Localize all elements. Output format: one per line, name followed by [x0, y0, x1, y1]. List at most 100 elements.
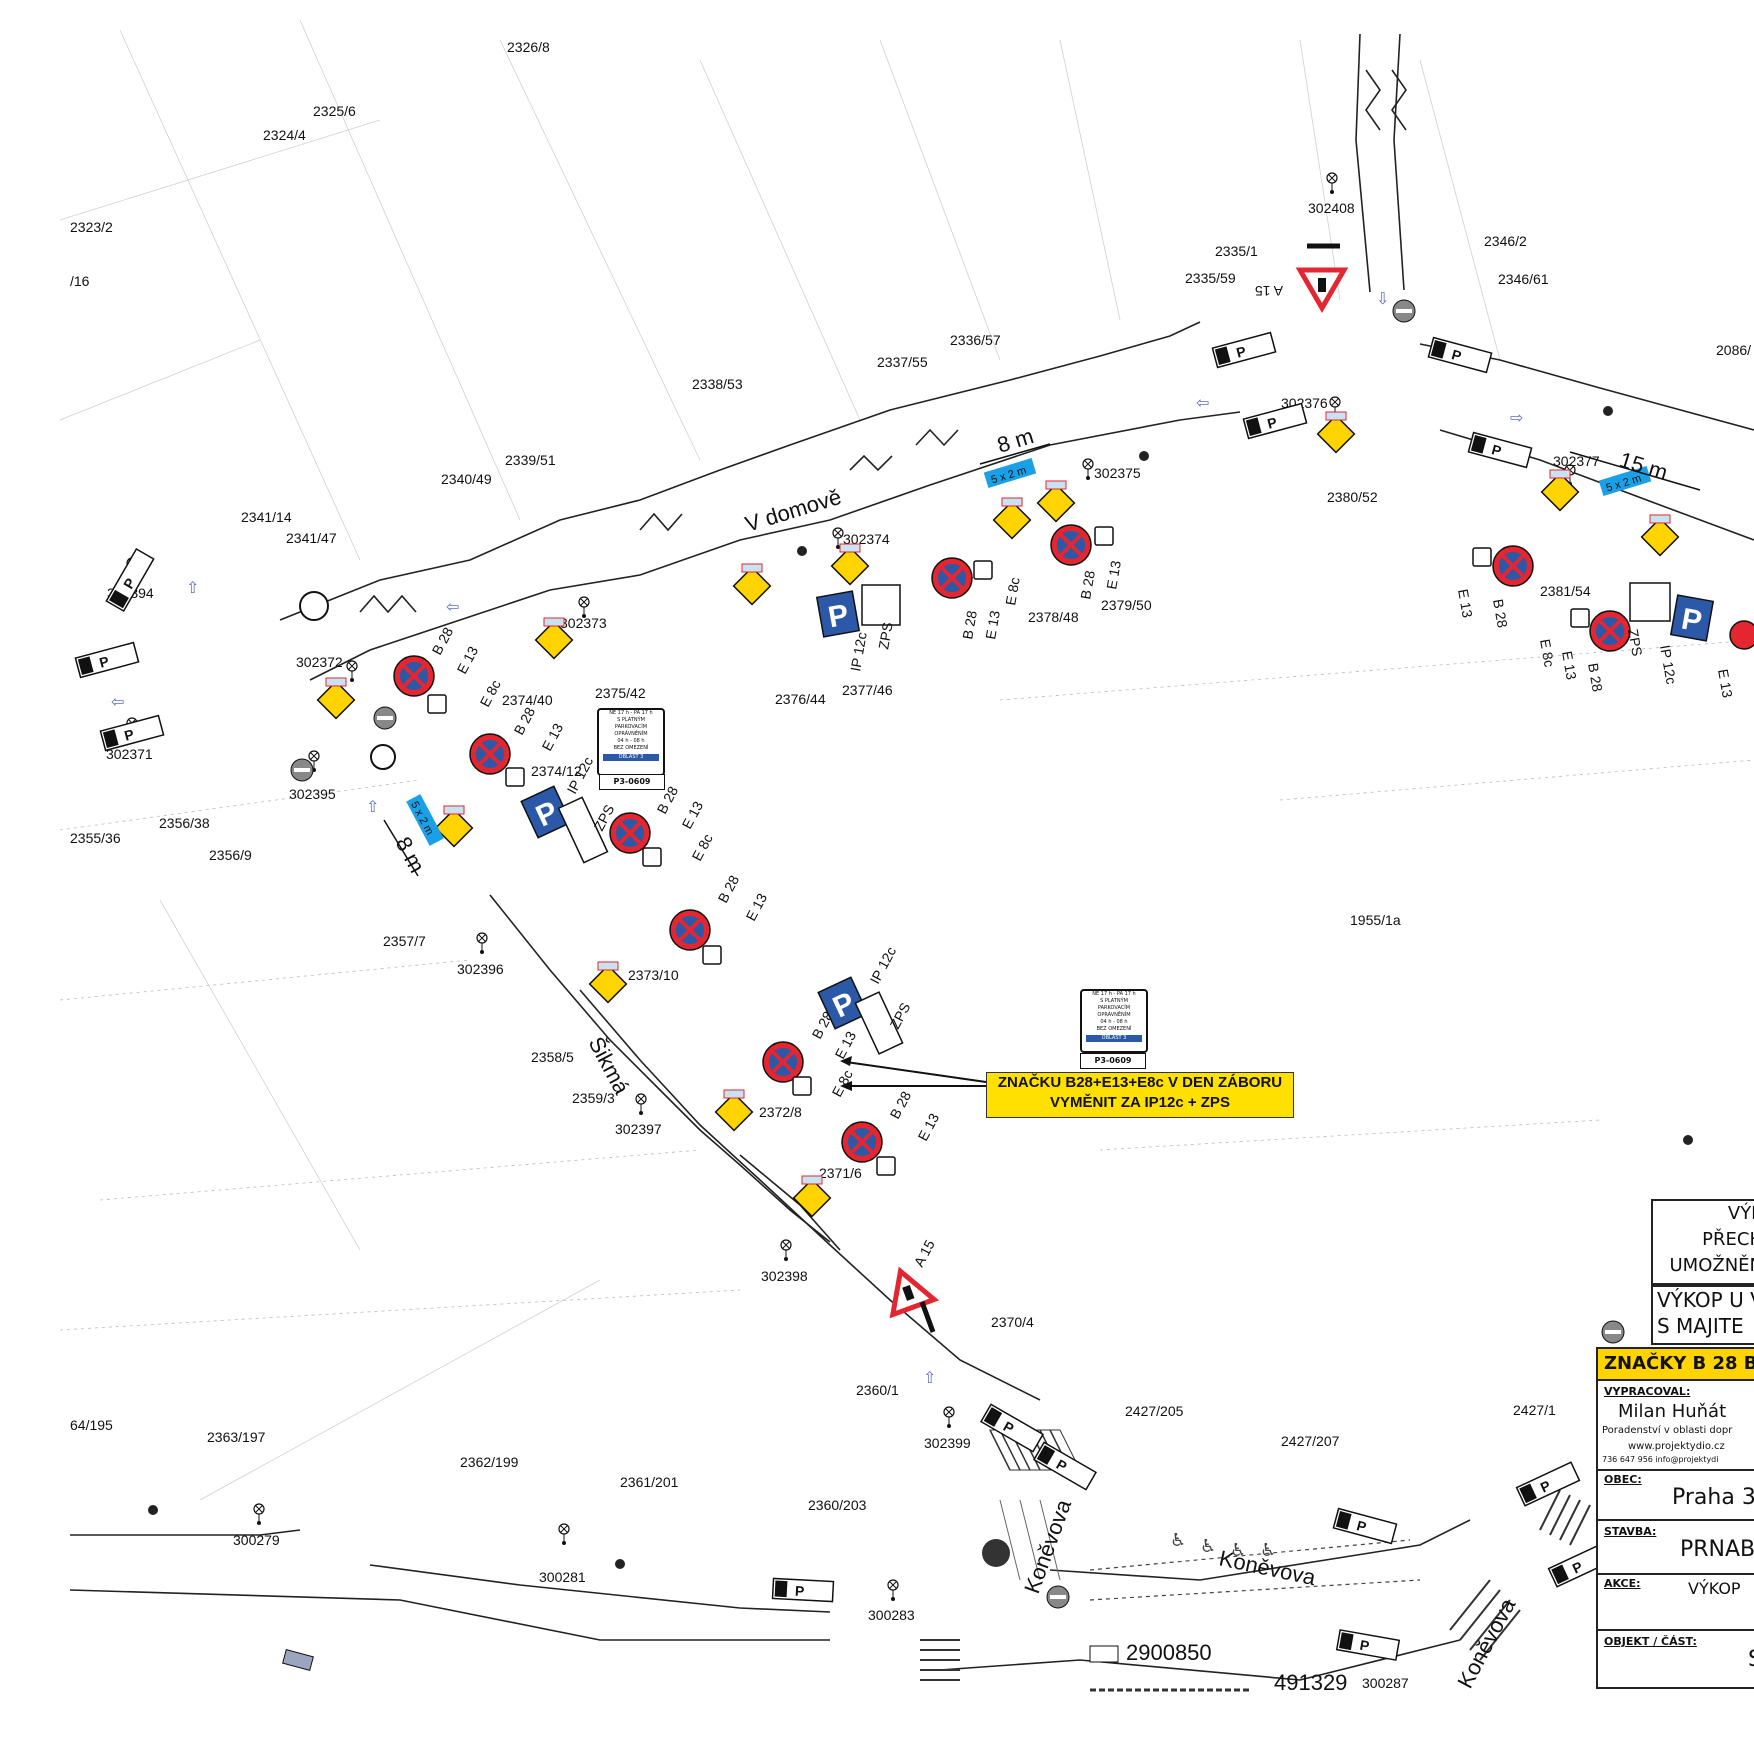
note-line: VÝKOP U V	[1657, 1288, 1754, 1312]
parcel-label: 2335/1	[1215, 243, 1258, 259]
parcel-label: 2357/7	[383, 933, 426, 949]
obec-value: Praha 3	[1672, 1485, 1754, 1510]
sign-code-label: E 13	[743, 890, 771, 923]
beacon-lamp-icon	[588, 961, 628, 1004]
manhole-icon	[476, 932, 488, 955]
wheelchair-icon: ♿	[1260, 1540, 1276, 1561]
parking-sign-icon	[1242, 402, 1308, 440]
dimension-label: 8 m	[994, 423, 1036, 458]
sign-code-label: E 13	[982, 609, 1003, 640]
plate-code: P3-0609	[1080, 1053, 1146, 1069]
sign-code-label: E 13	[679, 798, 707, 831]
no-entry-sign-icon	[1601, 1320, 1625, 1344]
street-name-konevova: Koněvova	[1019, 1495, 1076, 1596]
parcel-label: 2374/12	[531, 763, 582, 779]
sign-code-label: E 8c	[477, 677, 504, 709]
callout-arrows	[840, 1056, 987, 1091]
manhole-label: 300283	[868, 1607, 915, 1623]
parking-sign-icon	[980, 1403, 1044, 1453]
parcel-label: 2341/14	[241, 509, 292, 525]
plaque-icon	[792, 1076, 812, 1096]
beacon-lamp-icon	[1540, 469, 1580, 512]
warning-signs: A 15 A 15	[880, 243, 1344, 1333]
plate-line: NE 17 h - PÁ 17 h	[1092, 991, 1136, 997]
manhole-label: 302374	[843, 531, 890, 547]
parcel-label: 64/195	[70, 1417, 113, 1433]
plaque-icon	[505, 767, 525, 787]
parcel-label: 2380/52	[1327, 489, 1378, 505]
author-contact: 736 647 956 info@projektydi	[1602, 1455, 1719, 1464]
manhole-label: 302372	[296, 654, 343, 670]
parking-sign-icon	[1670, 594, 1714, 642]
parcel-label: 2086/	[1716, 342, 1751, 358]
one-way-arrow-icon: ⇦	[1196, 393, 1209, 412]
plaque-icon	[1570, 608, 1590, 628]
no-stopping-sign-icon	[840, 1120, 884, 1164]
plaque-icon	[973, 560, 993, 580]
plaque-icon	[876, 1156, 896, 1176]
sign-code-label: ZPS	[887, 1000, 914, 1032]
parcel-label: 2356/38	[159, 815, 210, 831]
plate-line: PARKOVACÍM	[614, 724, 648, 730]
plate-line: BEZ OMEZENÍ	[613, 745, 649, 751]
manhole-label: 302377	[1553, 453, 1600, 469]
beacon-lamp-icon	[1036, 480, 1076, 523]
plate-line: 04 h - 08 h	[617, 738, 645, 744]
parcel-label: 2340/49	[441, 471, 492, 487]
sign-code-label: E 13	[539, 720, 567, 753]
objekt-value: S	[1748, 1647, 1754, 1672]
misc-icons: ⇩ ⇨ ⇦ ⇦ ⇧ ⇦ ⇧ ⇧ ♿ ♿ ♿ ♿	[111, 289, 1625, 1671]
no-stopping-sign-icon	[1491, 544, 1535, 588]
title-yellow-bar: ZNAČKY B 28 BU	[1596, 1347, 1754, 1381]
author-web: www.projektydio.cz	[1628, 1441, 1725, 1452]
no-stopping-sign-icon	[930, 556, 974, 600]
one-way-arrow-icon: ⇩	[1376, 289, 1389, 308]
no-stopping-sign-icon	[761, 1040, 805, 1084]
beacon-lamp-icon	[1316, 411, 1356, 454]
sign-code-label: E 8c	[1002, 576, 1023, 606]
parcel-label: 2379/50	[1101, 597, 1152, 613]
parcel-label: 2376/44	[775, 691, 826, 707]
parcel-label: 2378/48	[1028, 609, 1079, 625]
manhole-label: 302396	[457, 961, 504, 977]
beacon-lamp-icon	[434, 805, 474, 848]
akce-value: VÝKOP	[1688, 1579, 1741, 1598]
plate-band: OBLAST 3	[603, 754, 659, 761]
no-entry-sign-icon	[1392, 299, 1416, 323]
stavba-value: PRNAB	[1680, 1537, 1754, 1562]
beacon-lamp-icon	[830, 543, 870, 586]
title-table: VYPRACOVAL: Milan Huňát Poradenství v ob…	[1596, 1379, 1754, 1689]
manhole-label: 302398	[761, 1268, 808, 1284]
parcel-label: 2377/46	[842, 682, 893, 698]
no-stopping-sign-icon	[1049, 523, 1093, 567]
parcel-label: 2362/199	[460, 1454, 519, 1470]
sign-code-label: ZPS	[1625, 628, 1645, 658]
wheelchair-icon: ♿	[1200, 1536, 1216, 1557]
manhole-icon	[1082, 458, 1094, 481]
parcel-label: 2346/2	[1484, 233, 1527, 249]
parcel-label: 2335/59	[1185, 270, 1236, 286]
sign-code-label: B 28	[1585, 662, 1606, 693]
beacon-lamp-icon	[714, 1089, 754, 1132]
parking-sign-icon	[1467, 431, 1533, 469]
one-way-arrow-icon: ⇧	[186, 578, 199, 597]
obec-key: OBEC:	[1604, 1473, 1642, 1486]
sign-code-label: E 13	[454, 643, 482, 676]
manhole-label: 302375	[1094, 465, 1141, 481]
parcel-label: 2338/53	[692, 376, 743, 392]
note-line: UMOŽNĚN	[1669, 1255, 1754, 1276]
parcel-label: 2360/1	[856, 1382, 899, 1398]
parking-sign-icon	[1427, 336, 1493, 374]
parcel-label: 2373/10	[628, 967, 679, 983]
plate-line: PARKOVACÍM	[1097, 1005, 1131, 1011]
sign-code-label: E 13	[1715, 668, 1736, 699]
parcel-label: 2374/40	[502, 692, 553, 708]
parcel-label: 2325/6	[313, 103, 356, 119]
parking-sign-icon	[74, 641, 140, 679]
plaque-icon	[427, 694, 447, 714]
manhole-label: 302395	[289, 786, 336, 802]
sign-code-label: E 8c	[689, 831, 716, 863]
no-stopping-sign-icon	[608, 811, 652, 855]
parcel-label: 2363/197	[207, 1429, 266, 1445]
